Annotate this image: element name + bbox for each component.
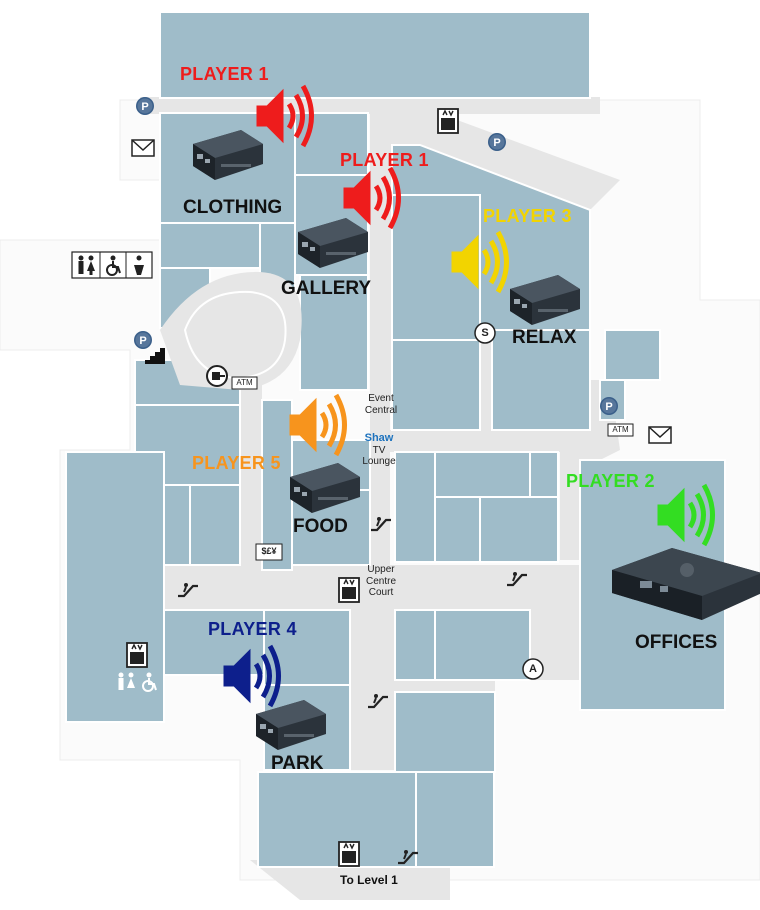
zone-label-gallery: GALLERY: [281, 278, 372, 299]
player-label: PLAYER 5: [192, 453, 281, 473]
zone-label-park: PARK: [271, 753, 324, 774]
atm-label: ATM: [612, 425, 629, 434]
stores: [65, 11, 726, 868]
corridors: [140, 97, 620, 900]
elevator-icon: [126, 642, 148, 668]
parking-icon: [134, 331, 152, 349]
charging-icon: [206, 365, 228, 387]
a-marker-label: A: [529, 663, 537, 675]
elevator-icon: [338, 841, 360, 867]
zone-label-clothing: CLOTHING: [183, 197, 283, 218]
parking-icon: [600, 397, 618, 415]
mail-icon: [131, 139, 155, 157]
zone-label-offices: OFFICES: [635, 632, 718, 653]
event-central-label: Event Central: [364, 393, 398, 416]
accessible-icon: [118, 672, 157, 692]
tv-lounge-label: Shaw TV Lounge: [362, 432, 396, 468]
currency-exchange-label: $£¥: [261, 546, 277, 556]
to-level-1-label: To Level 1: [340, 873, 398, 887]
player-label: PLAYER 2: [566, 471, 655, 491]
atm-icon: [231, 322, 634, 680]
mail-icon: [648, 426, 672, 444]
zone-label-food: FOOD: [293, 516, 348, 537]
media-player-icon: [612, 548, 760, 620]
zone-label-relax: RELAX: [512, 327, 577, 348]
parking-icon: [136, 97, 154, 115]
player-label: PLAYER 4: [208, 619, 297, 639]
elevator-icon: [338, 577, 360, 603]
elevator-icon: [437, 108, 459, 134]
atm-label: ATM: [236, 378, 253, 387]
s-marker-label: S: [481, 327, 489, 339]
player-label: PLAYER 1: [340, 150, 429, 170]
upper-centre-court-label: Upper Centre Court: [365, 564, 396, 598]
restroom-icon: [71, 251, 153, 279]
stairs-icon: [145, 348, 165, 364]
player-label: PLAYER 3: [483, 206, 572, 226]
player-label: PLAYER 1: [180, 64, 269, 84]
parking-icon: [488, 133, 506, 151]
